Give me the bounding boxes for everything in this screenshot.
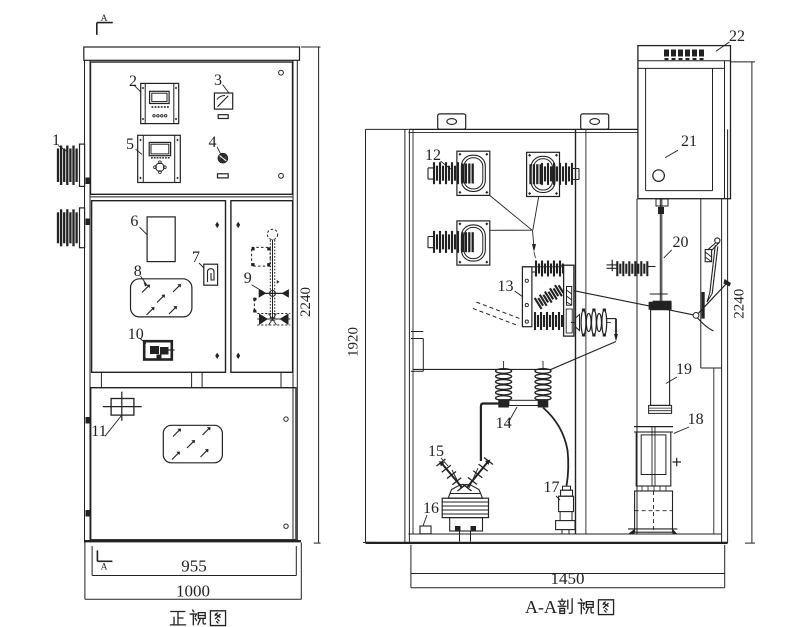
svg-text:16: 16 <box>423 500 439 517</box>
svg-text:955: 955 <box>181 557 207 576</box>
svg-text:13: 13 <box>498 278 514 295</box>
svg-text:11: 11 <box>91 423 106 440</box>
svg-text:21: 21 <box>681 133 697 150</box>
svg-text:22: 22 <box>729 28 745 45</box>
svg-text:10: 10 <box>128 326 144 343</box>
svg-text:1450: 1450 <box>551 569 585 588</box>
svg-text:A-A: A-A <box>525 597 557 617</box>
svg-text:1000: 1000 <box>176 582 210 601</box>
svg-text:4: 4 <box>209 134 217 151</box>
svg-text:5: 5 <box>126 136 134 153</box>
svg-text:A: A <box>101 563 108 573</box>
svg-text:6: 6 <box>130 213 138 230</box>
svg-text:A: A <box>101 14 108 24</box>
svg-text:1: 1 <box>52 132 60 149</box>
svg-text:3: 3 <box>214 72 222 89</box>
svg-text:8: 8 <box>134 263 142 280</box>
svg-text:17: 17 <box>544 479 560 496</box>
svg-text:2: 2 <box>129 73 137 90</box>
svg-text:2240: 2240 <box>732 289 748 319</box>
svg-text:2240: 2240 <box>298 287 314 317</box>
svg-text:15: 15 <box>428 443 444 460</box>
svg-text:19: 19 <box>676 361 692 378</box>
svg-text:18: 18 <box>688 411 704 428</box>
svg-text:1920: 1920 <box>346 327 362 357</box>
svg-text:20: 20 <box>673 234 689 251</box>
svg-text:14: 14 <box>496 415 512 432</box>
svg-text:12: 12 <box>425 147 441 164</box>
svg-text:9: 9 <box>244 270 252 287</box>
svg-text:7: 7 <box>192 249 200 266</box>
